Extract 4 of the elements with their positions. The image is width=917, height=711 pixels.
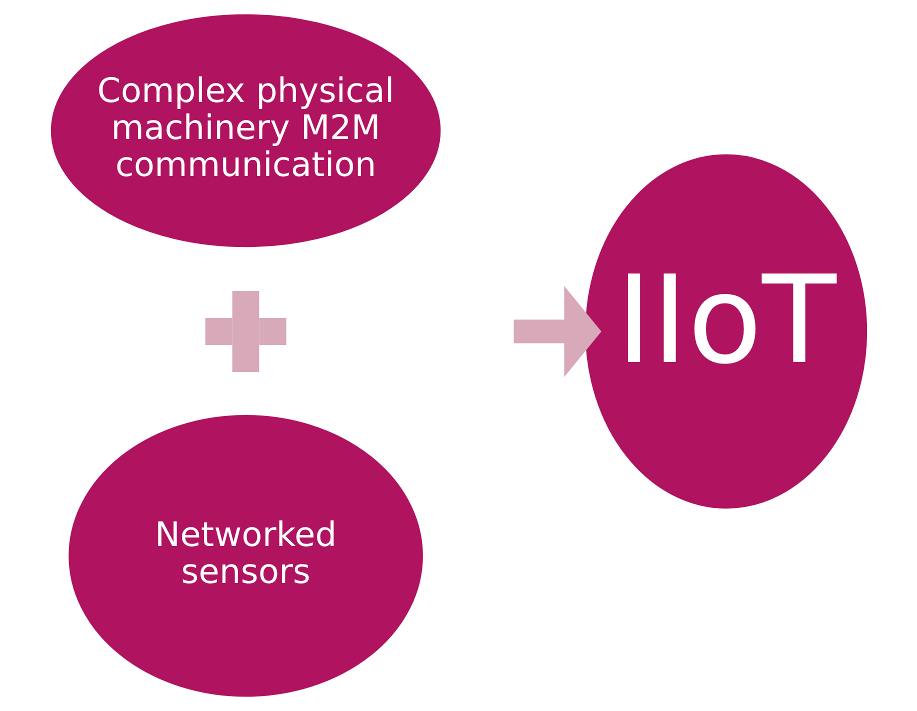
node-ellipse: IIoT: [584, 154, 867, 509]
node-ellipse: Complex physical machinery M2M communication: [50, 14, 440, 248]
node-ellipse: Networked sensors: [68, 414, 422, 697]
arrow: [513, 286, 601, 377]
